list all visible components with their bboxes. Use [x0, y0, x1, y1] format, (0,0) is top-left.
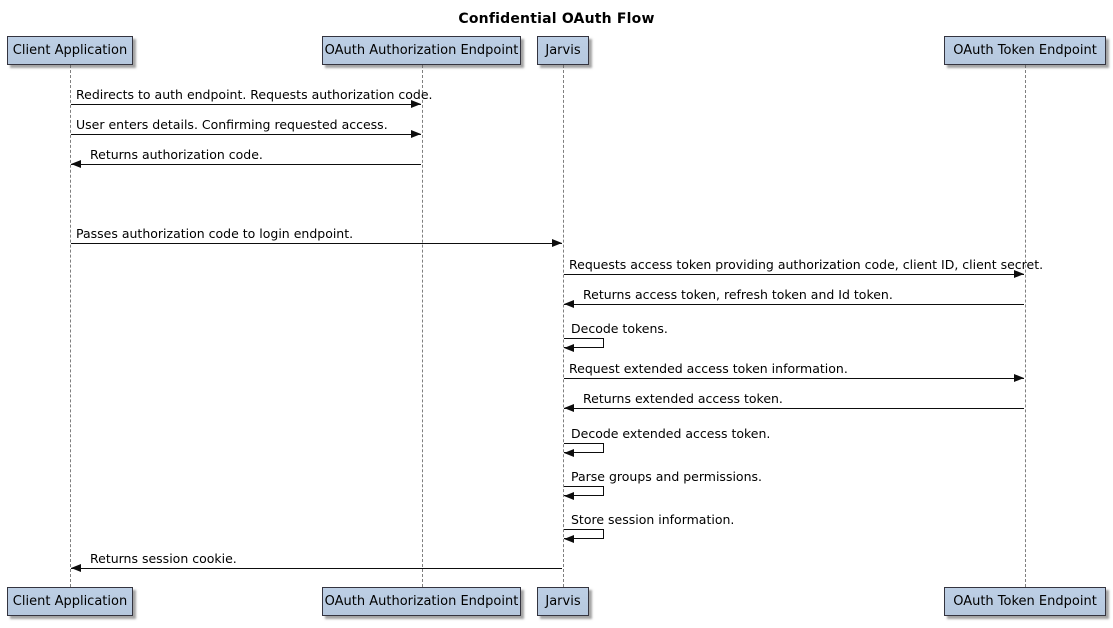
message-arrow	[71, 243, 562, 244]
message-label: Requests access token providing authoriz…	[569, 257, 1044, 272]
message-arrow	[564, 378, 1024, 379]
arrowhead-left-icon	[71, 564, 81, 572]
self-message-arrow	[564, 338, 604, 348]
arrowhead-left-icon	[564, 300, 574, 308]
arrowhead-right-icon	[410, 130, 421, 138]
message-label: Request extended access token informatio…	[569, 361, 848, 376]
message-label: Redirects to auth endpoint. Requests aut…	[76, 87, 433, 102]
arrowhead-right-icon	[1014, 374, 1024, 382]
arrowhead-left-icon	[564, 492, 574, 500]
message-arrow	[71, 104, 421, 105]
message-arrow	[564, 408, 1024, 409]
participant-jarvis-bottom: Jarvis	[537, 587, 589, 616]
message-arrow	[564, 304, 1024, 305]
message-arrow	[71, 164, 421, 165]
self-message-arrow	[564, 529, 604, 539]
lifeline-auth	[421, 65, 423, 587]
arrowhead-left-icon	[564, 344, 574, 352]
lifeline-jarvis	[563, 65, 564, 587]
participant-token-bottom: OAuth Token Endpoint	[944, 587, 1106, 616]
arrowhead-left-icon	[564, 535, 574, 543]
arrowhead-right-icon	[552, 239, 562, 247]
participant-token-top: OAuth Token Endpoint	[944, 36, 1106, 65]
message-label: Passes authorization code to login endpo…	[76, 226, 354, 241]
participant-client-top: Client Application	[7, 36, 133, 65]
message-label: Returns authorization code.	[90, 147, 263, 162]
lifeline-token	[1025, 65, 1026, 587]
participant-jarvis-top: Jarvis	[537, 36, 589, 65]
message-label: Returns extended access token.	[583, 391, 783, 406]
arrowhead-right-icon	[410, 100, 421, 108]
arrowhead-left-icon	[71, 160, 81, 168]
participant-client-bottom: Client Application	[7, 587, 133, 616]
message-label: Parse groups and permissions.	[571, 469, 762, 484]
arrowhead-left-icon	[564, 404, 574, 412]
self-message-arrow	[564, 443, 604, 453]
lifeline-client	[70, 65, 71, 587]
message-label: Store session information.	[571, 512, 735, 527]
message-label: Returns session cookie.	[90, 551, 237, 566]
participant-auth-bottom: OAuth Authorization Endpoint	[322, 587, 521, 616]
diagram-title: Confidential OAuth Flow	[458, 11, 655, 27]
message-label: Decode extended access token.	[571, 426, 771, 441]
message-arrow	[564, 274, 1024, 275]
self-message-arrow	[564, 486, 604, 496]
message-label: User enters details. Confirming requeste…	[76, 117, 388, 132]
participant-auth-top: OAuth Authorization Endpoint	[322, 36, 521, 65]
message-arrow	[71, 568, 562, 569]
arrowhead-left-icon	[564, 449, 574, 457]
message-label: Returns access token, refresh token and …	[583, 287, 893, 302]
arrowhead-right-icon	[1014, 270, 1024, 278]
message-arrow	[71, 134, 421, 135]
message-label: Decode tokens.	[571, 321, 668, 336]
